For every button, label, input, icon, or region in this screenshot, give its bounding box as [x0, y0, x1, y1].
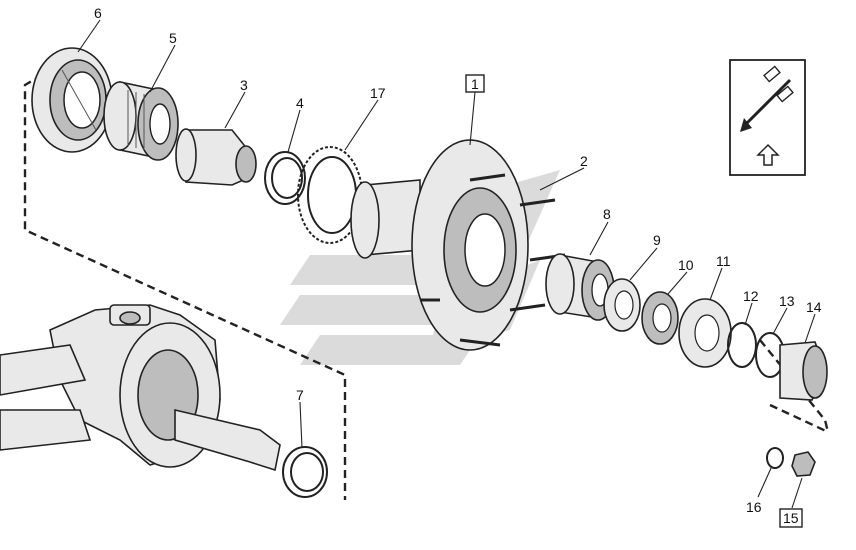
- part-10-nut: [641, 291, 679, 345]
- callout-3: 3: [240, 77, 248, 93]
- steering-knuckle-assembly: [0, 304, 281, 472]
- part-6-seal: [31, 47, 113, 153]
- callout-16: 16: [746, 499, 762, 515]
- part-15-bolt: [791, 451, 816, 477]
- callout-14: 14: [806, 299, 822, 315]
- part-3-sleeve: [175, 128, 257, 186]
- callout-8: 8: [603, 206, 611, 222]
- part-16-washer: [766, 447, 784, 469]
- callout-4: 4: [296, 95, 304, 111]
- part-4-ring: [264, 151, 306, 205]
- callout-17: 17: [370, 85, 386, 101]
- callout-12: 12: [743, 288, 759, 304]
- part-12-ring: [727, 322, 757, 368]
- alignment-guides: [23, 73, 830, 500]
- callout-9: 9: [653, 232, 661, 248]
- callout-10: 10: [678, 257, 694, 273]
- part-7-ring: [282, 446, 328, 498]
- callout-6: 6: [94, 5, 102, 21]
- vehicle-orientation-arrow-icon: [729, 59, 806, 176]
- part-11-lock-plate: [678, 298, 732, 368]
- callout-15-box: [779, 508, 803, 528]
- part-1-hub: [350, 139, 566, 351]
- leader-lines: [77, 19, 816, 509]
- callout-1: 1: [471, 76, 479, 92]
- callout-7: 7: [296, 387, 304, 403]
- wheel-studs: [420, 173, 566, 347]
- callout-1-box: [465, 74, 485, 93]
- part-5-bearing: [103, 81, 179, 161]
- callout-11: 11: [716, 253, 731, 269]
- callout-13: 13: [779, 293, 795, 309]
- callout-2: 2: [580, 153, 588, 169]
- callout-15: 15: [783, 510, 799, 526]
- part-14-cap: [779, 341, 828, 401]
- part-9-washer: [603, 278, 641, 332]
- callout-5: 5: [169, 30, 177, 46]
